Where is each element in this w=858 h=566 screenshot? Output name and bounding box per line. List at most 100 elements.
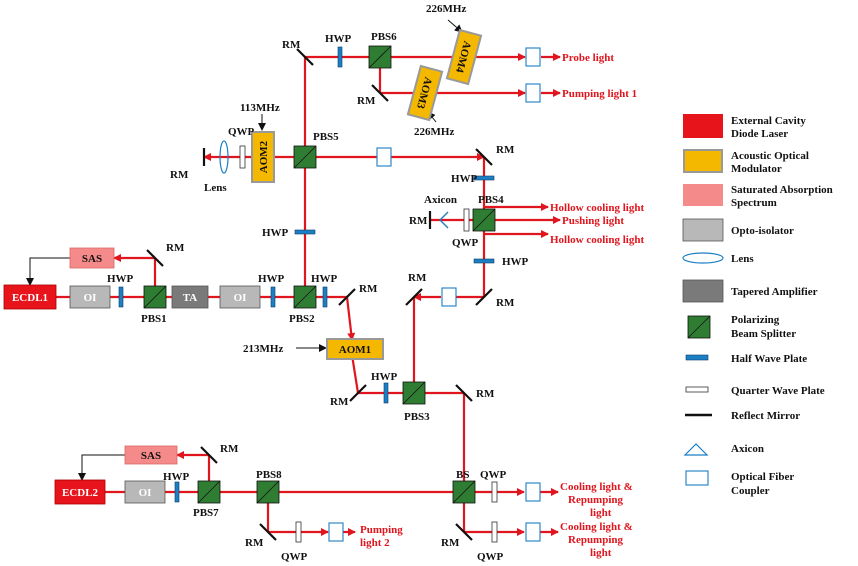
coupler-pbs5 — [376, 147, 392, 167]
label-pbs2: PBS2 — [289, 313, 315, 325]
label-qwp-pbs8: QWP — [281, 551, 308, 563]
output-cool2-line3: light — [590, 547, 612, 559]
legend-hwp-line1: Half Wave Plate — [731, 353, 807, 365]
output-labels: Probe light Pumping light 1 Hollow cooli… — [360, 52, 644, 559]
label-freq-226a: 226MHz — [426, 3, 466, 15]
sas-swatch-icon — [683, 184, 723, 206]
sas2-box — [124, 445, 178, 465]
mirror-rm-mid — [405, 288, 423, 306]
ecdl-swatch-icon — [683, 114, 723, 138]
label-pbs4: PBS4 — [478, 194, 504, 206]
mirrors — [146, 48, 493, 541]
label-rm-axicon: RM — [409, 215, 428, 227]
coupler-pumping2 — [328, 522, 344, 542]
output-hollow1: Hollow cooling light — [550, 202, 644, 214]
qwp-bs-down — [491, 521, 498, 543]
label-hwp-4: HWP — [262, 227, 289, 239]
legend-lens-line1: Lens — [731, 253, 754, 265]
oi3-box — [124, 480, 166, 504]
label-hwp-9: HWP — [163, 471, 190, 483]
output-probe: Probe light — [562, 52, 614, 64]
label-qwp-bs-right: QWP — [480, 469, 507, 481]
aom3-group: AOM3 — [406, 64, 444, 122]
pbs2-diag — [293, 285, 317, 309]
output-pumping1: Pumping light 1 — [562, 88, 637, 100]
qwp-pbs8 — [295, 521, 302, 543]
legend-mirror-line1: Reflect Mirror — [731, 410, 800, 422]
sas2-to-ecdl2-line — [78, 454, 125, 481]
pbs5-diag — [293, 145, 317, 169]
ecdl1-box — [3, 284, 57, 310]
oi-swatch-icon — [682, 218, 724, 242]
label-rm-aom1-top: RM — [359, 283, 378, 295]
label-pbs5: PBS5 — [313, 131, 339, 143]
output-hollow2: Hollow cooling light — [550, 234, 644, 246]
legend-axicon-line1: Axicon — [731, 443, 764, 455]
mirror-rm-pbs4-top — [475, 148, 493, 166]
coupler-mid — [441, 287, 457, 307]
legend-sas-line1: Saturated Absorption — [731, 184, 833, 196]
label-hwp-7: HWP — [502, 256, 529, 268]
mirror-rm-pbs3-right — [455, 384, 473, 402]
pbs6-diag — [368, 45, 392, 69]
label-rm-lens: RM — [170, 169, 189, 181]
label-rm-top: RM — [282, 39, 301, 51]
ecdl2-label: ECDL2 — [62, 487, 99, 499]
label-qwp-bs-down: QWP — [477, 551, 504, 563]
components: ECDL1 SAS OI TA OI AOM1 AOM2 AOM3 AOM4 E… — [3, 28, 483, 505]
label-rm-pbs7: RM — [220, 443, 239, 455]
mirror-rm-aom1-top — [338, 288, 356, 306]
label-axicon: Axicon — [424, 194, 457, 206]
ta-label: TA — [183, 292, 198, 304]
pbs-legend-diag — [687, 315, 711, 339]
legend-oi-line1: Opto-isolator — [731, 225, 794, 237]
aom2-label: AOM2 — [258, 140, 270, 173]
pbs4-diag — [472, 208, 496, 232]
lens-icon — [219, 140, 229, 174]
pbs1-diag — [143, 285, 167, 309]
ecdl1-label: ECDL1 — [12, 292, 48, 304]
output-cool1-line2: Repumping — [568, 494, 624, 506]
mirror-rm-aom3 — [371, 84, 389, 102]
hwp-7 — [473, 258, 495, 264]
hwp-9 — [174, 481, 180, 503]
lens-legend-icon — [682, 252, 724, 264]
legend-coupler-line2: Coupler — [731, 485, 770, 497]
aom1-box — [326, 338, 384, 360]
aom3-box — [406, 64, 444, 122]
label-rm-pbs3-right: RM — [476, 388, 495, 400]
label-qwp-aom2: QWP — [228, 126, 255, 138]
hwp-legend-icon — [685, 354, 709, 361]
label-freq-113: 113MHz — [240, 102, 280, 114]
label-rm-pbs8: RM — [245, 537, 264, 549]
oi3-label: OI — [139, 487, 152, 499]
fiber-coupler-legend-icon — [685, 470, 709, 486]
aom1-label: AOM1 — [339, 344, 371, 356]
coupler-probe — [525, 47, 541, 67]
coupler-pumping1 — [525, 83, 541, 103]
legend-ecdl-line2: Diode Laser — [731, 128, 788, 140]
output-cool1-line3: light — [590, 507, 612, 519]
hwp-6 — [473, 175, 495, 181]
waveplates — [118, 46, 498, 543]
label-hwp-1: HWP — [107, 273, 134, 285]
label-hwp-2: HWP — [258, 273, 285, 285]
beam-aom1-down — [350, 354, 360, 394]
label-rm-1: RM — [166, 242, 185, 254]
label-qwp-pbs4: QWP — [452, 237, 479, 249]
label-hwp-8: HWP — [371, 371, 398, 383]
label-hwp-5: HWP — [325, 33, 352, 45]
axicon-icon — [439, 211, 449, 229]
sas1-box — [69, 247, 115, 269]
coupler-cool1 — [525, 482, 541, 502]
label-rm-aom3: RM — [357, 95, 376, 107]
label-pbs3: PBS3 — [404, 411, 430, 423]
ta-swatch-icon — [682, 279, 724, 303]
beam-to-aom1 — [345, 296, 356, 341]
label-rm-aom1-bottom: RM — [330, 396, 349, 408]
oi2-box — [219, 285, 261, 309]
hwp-5 — [337, 46, 343, 68]
mirror-rm-top — [296, 48, 314, 66]
